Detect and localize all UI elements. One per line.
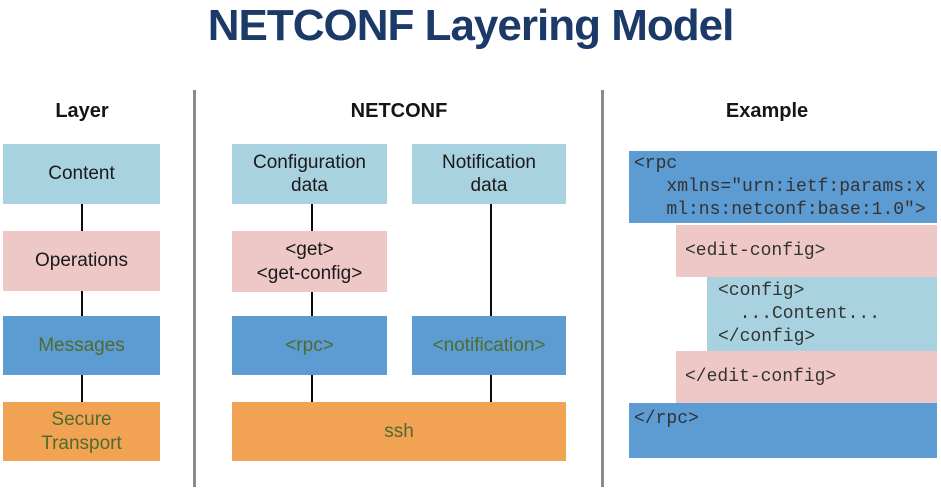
layer-column-header: Layer [55,100,109,122]
connector-line [311,204,313,231]
get-operations-box: <get> <get-config> [232,231,387,292]
connector-line [81,204,83,231]
connector-line [311,292,313,316]
notification-message-label: <notification> [432,334,546,356]
ssh-transport-label: ssh [384,420,414,442]
configuration-data-box: Configuration data [232,144,387,204]
example-rpc-open-block: <rpc xmlns="urn:ietf:params:x ml:ns:netc… [629,151,937,223]
get-operations-label: <get> <get-config> [256,239,363,284]
column-divider-right [601,90,604,487]
example-config-block: <config> ...Content... </config> [707,277,937,351]
operations-layer-label: Operations [35,250,128,272]
connector-line [81,291,83,316]
rpc-message-label: <rpc> [285,334,334,356]
messages-layer-label: Messages [38,334,125,356]
configuration-data-label: Configuration data [252,151,367,196]
secure-transport-layer-box: Secure Transport [3,402,160,461]
example-edit-config-open-block: <edit-config> [676,225,937,277]
netconf-column-header: NETCONF [350,100,448,122]
notification-data-label: Notification data [442,151,536,196]
rpc-message-box: <rpc> [232,316,387,375]
connector-line [490,375,492,402]
page-title: NETCONF Layering Model [207,1,735,50]
operations-layer-box: Operations [3,231,160,291]
connector-line [311,375,313,402]
content-layer-box: Content [3,144,160,204]
messages-layer-box: Messages [3,316,160,375]
notification-message-box: <notification> [412,316,566,375]
column-divider-left [193,90,196,487]
content-layer-label: Content [48,163,115,185]
example-rpc-close-block: </rpc> [629,403,937,458]
secure-transport-layer-label: Secure Transport [41,409,122,454]
example-column-header: Example [725,100,809,122]
notification-data-box: Notification data [412,144,566,204]
connector-line [490,204,492,316]
ssh-transport-box: ssh [232,402,566,461]
connector-line [81,375,83,402]
example-edit-config-close-block: </edit-config> [676,351,937,403]
